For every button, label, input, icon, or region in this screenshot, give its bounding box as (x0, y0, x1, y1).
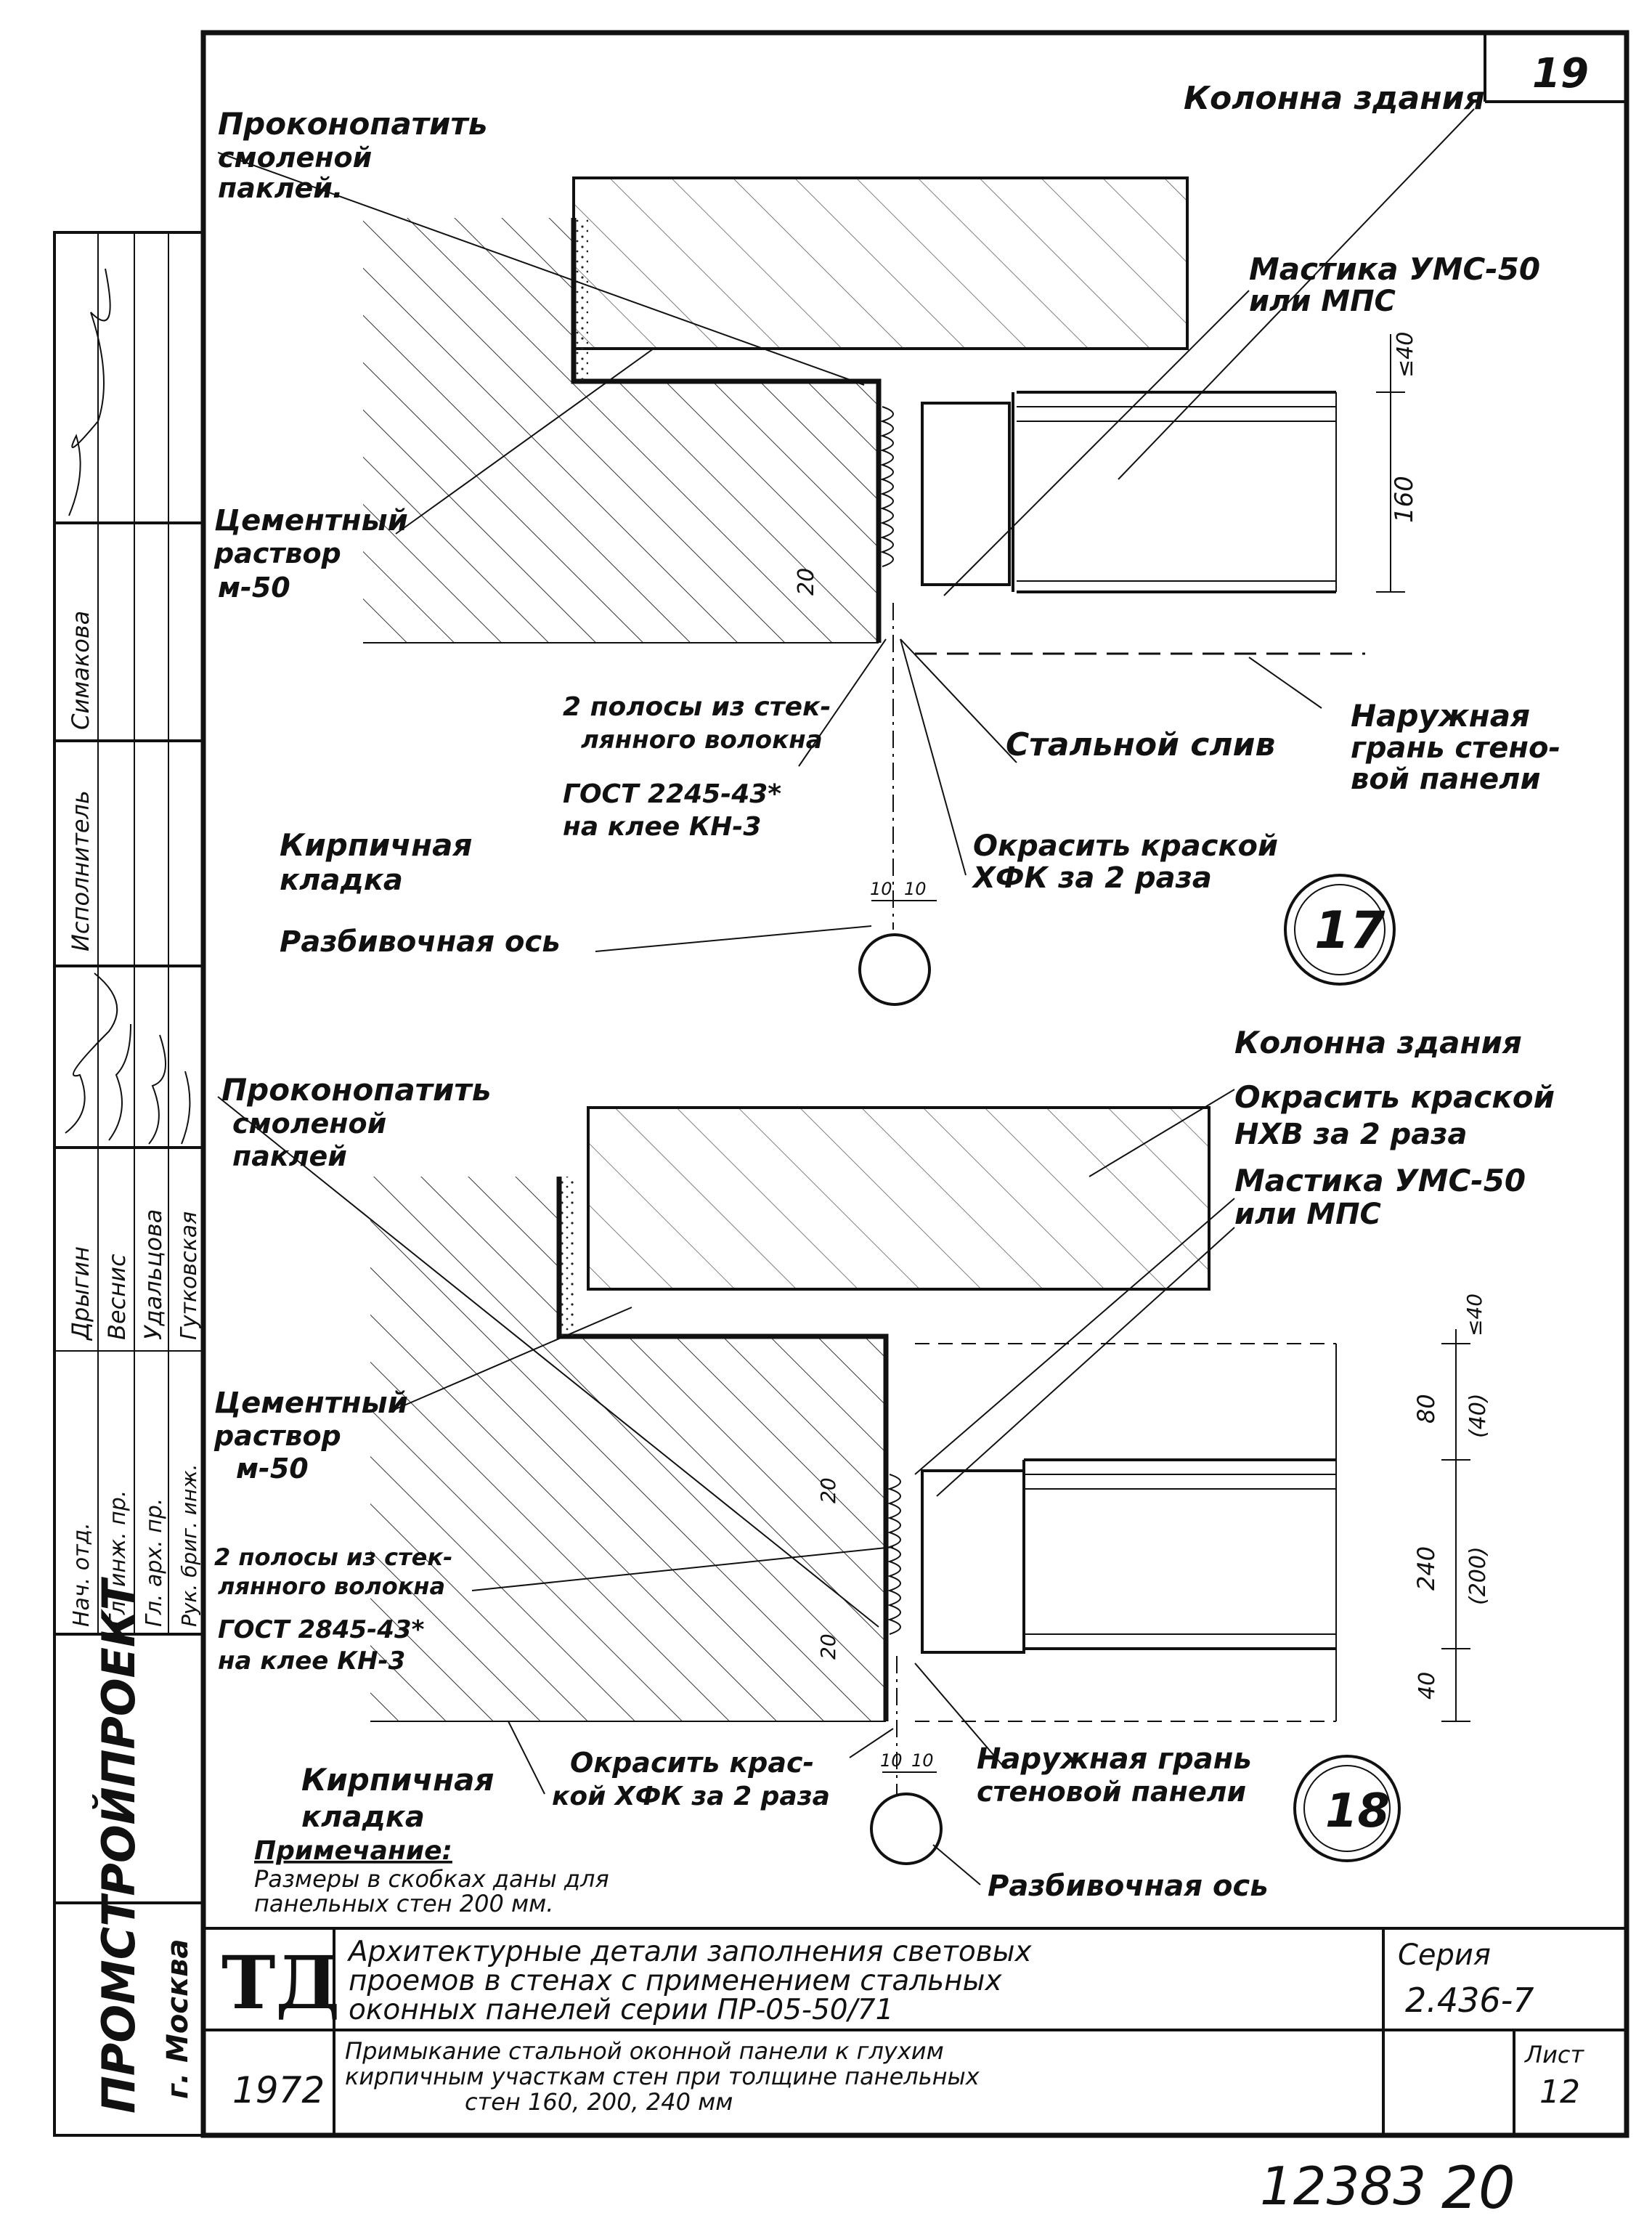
detail-17-caulk-2: смоленой (218, 142, 372, 174)
detail-18-dim-240: 240 (1412, 1546, 1440, 1591)
detail-17-brick-1: Кирпичная (280, 827, 472, 863)
stamp-role-4: Рук. бриг. инж. (177, 1463, 201, 1627)
detail-17-mortar-1: Цементный (214, 504, 408, 537)
stamp-role-1: Нач. отд. (69, 1522, 94, 1627)
stamp-executor-name: Симакова (67, 611, 94, 730)
archive-number: 12383 (1260, 2156, 1426, 2217)
stamp-name-1: Дрыгин (67, 1246, 94, 1341)
detail-17-outer-3: вой панели (1351, 763, 1540, 796)
td-logo: ТД (221, 1940, 340, 2026)
note-line-2: панельных стен 200 мм. (254, 1890, 553, 1917)
detail-17-gost-2: на клее КН-3 (563, 812, 761, 842)
detail-17-drip: Стальной слив (1006, 726, 1275, 763)
detail-18-dim-10b: 10 (911, 1750, 934, 1771)
detail-18-caulk-3: паклей (232, 1140, 347, 1172)
detail-18-dim-80b: (40) (1465, 1393, 1491, 1438)
detail-18-dim-40: 40 (1415, 1672, 1440, 1700)
detail-18-dim-top: ≤40 (1462, 1294, 1486, 1336)
detail-18-outer-1: Наружная грань (977, 1742, 1252, 1776)
detail-17-dim-top: ≤40 (1393, 332, 1418, 378)
title-line-2: проемов в стенах с применением стальных (349, 1965, 1002, 1997)
detail-18-dim-80: 80 (1412, 1394, 1440, 1424)
detail-17-gost-1: ГОСТ 2245-43* (563, 779, 781, 809)
detail-18-mortar-1: Цементный (214, 1386, 408, 1420)
subtitle-line-3: стен 160, 200, 240 мм (465, 2088, 733, 2116)
detail-18-dim-240b: (200) (1465, 1546, 1491, 1605)
subtitle-line-2: кирпичным участкам стен при толщине пане… (345, 2063, 980, 2090)
detail-17-mastic-2: или МПС (1249, 285, 1396, 318)
detail-17-mortar-3: м-50 (218, 572, 290, 604)
detail-18-mortar-3: м-50 (236, 1453, 309, 1485)
stamp-name-2: Веснис (103, 1254, 131, 1340)
detail-18-strips-2: лянного волокна (218, 1572, 445, 1600)
detail-17-dim-10a: 10 (870, 879, 892, 899)
detail-18-caulk-2: смоленой (232, 1108, 386, 1140)
detail-17-dim-20: 20 (794, 568, 819, 596)
detail-17-caulk-1: Проконопатить (218, 106, 487, 142)
detail-18-paint-top-1: Окрасить краской (1234, 1079, 1555, 1115)
detail-17-outer-1: Наружная (1351, 698, 1530, 734)
detail-18-column: Колонна здания (1234, 1025, 1522, 1060)
detail-18-gost-1: ГОСТ 2845-43* (218, 1615, 425, 1644)
detail-17-brick-2: кладка (280, 864, 403, 897)
detail-18-mastic-2: или МПС (1234, 1198, 1381, 1231)
stamp-executor-role: Исполнитель (67, 790, 94, 951)
sheet-label: Лист (1524, 2041, 1584, 2068)
detail-17-column: Колонна здания (1184, 80, 1485, 117)
detail-17-outer-2: грань стено- (1351, 731, 1561, 765)
title-line-1: Архитектурные детали заполнения световых (346, 1936, 1033, 1968)
detail-18-brick-1: Кирпичная (301, 1762, 494, 1798)
stamp-name-4: Гутковская (176, 1211, 202, 1340)
detail-18-drawing (217, 1089, 1470, 1885)
org-name: ПРОМСТРОЙПРОЕКТ (92, 1576, 145, 2114)
title-year: 1972 (232, 2069, 325, 2111)
detail-18-paint-top-2: НХВ за 2 раза (1234, 1118, 1468, 1151)
detail-18-dim-20b: 20 (816, 1633, 840, 1660)
detail-18-caulk-1: Проконопатить (221, 1072, 491, 1108)
stamp-role-2: Гл. инж. пр. (105, 1490, 131, 1627)
detail-17-mastic-1: Мастика УМС-50 (1249, 251, 1540, 287)
detail-18-strips-1: 2 полосы из стек- (214, 1543, 452, 1571)
detail-17-paint-2: ХФК за 2 раза (971, 861, 1212, 895)
note-title: Примечание: (254, 1836, 452, 1866)
detail-17-dim-height: 160 (1390, 476, 1419, 523)
detail-18-number: 18 (1325, 1785, 1390, 1838)
detail-17-caulk-3: паклей. (218, 172, 343, 204)
detail-18-dim-20a: 20 (816, 1477, 840, 1503)
detail-18-gost-2: на клее КН-3 (218, 1647, 405, 1676)
detail-18-paint-2: кой ХФК за 2 раза (552, 1782, 830, 1811)
sheet-number: 19 (1532, 50, 1589, 97)
side-stamp (53, 231, 205, 2137)
detail-18-axis: Разбивочная ось (988, 1869, 1268, 1903)
title-line-3: оконных панелей серии ПР-05-50/71 (349, 1994, 893, 2026)
sheet-value: 12 (1539, 2074, 1580, 2111)
detail-18-mortar-2: раствор (213, 1420, 341, 1452)
series-label: Серия (1398, 1938, 1491, 1972)
detail-17-axis: Разбивочная ось (280, 925, 560, 959)
detail-18-dim-10a: 10 (880, 1750, 903, 1771)
detail-18-brick-2: кладка (301, 1800, 425, 1834)
note-line-1: Размеры в скобках даны для (254, 1865, 609, 1893)
detail-18-outer-2: стеновой панели (977, 1776, 1246, 1808)
detail-17-mortar-2: раствор (213, 537, 341, 569)
detail-17-paint-1: Окрасить краской (973, 829, 1278, 863)
org-city: г. Москва (161, 1939, 195, 2099)
detail-17-dim-10b: 10 (904, 879, 927, 899)
detail-17-strips-1: 2 полосы из стек- (563, 692, 831, 722)
detail-17-drawing (217, 108, 1475, 1006)
detail-17-strips-2: лянного волокна (581, 726, 823, 755)
series-value: 2.436-7 (1405, 1981, 1534, 2020)
stamp-signatures (65, 268, 191, 1145)
subtitle-line-1: Примыкание стальной оконной панели к глу… (345, 2037, 944, 2065)
archive-page: 20 (1441, 2154, 1515, 2222)
stamp-name-3: Удальцова (139, 1209, 167, 1340)
detail-18-paint-1: Окрасить крас- (570, 1747, 814, 1779)
stamp-role-3: Гл. арх. пр. (142, 1498, 167, 1627)
detail-18-mastic-1: Мастика УМС-50 (1234, 1163, 1526, 1198)
title-block (203, 1927, 1627, 2135)
detail-17-number: 17 (1314, 901, 1386, 960)
